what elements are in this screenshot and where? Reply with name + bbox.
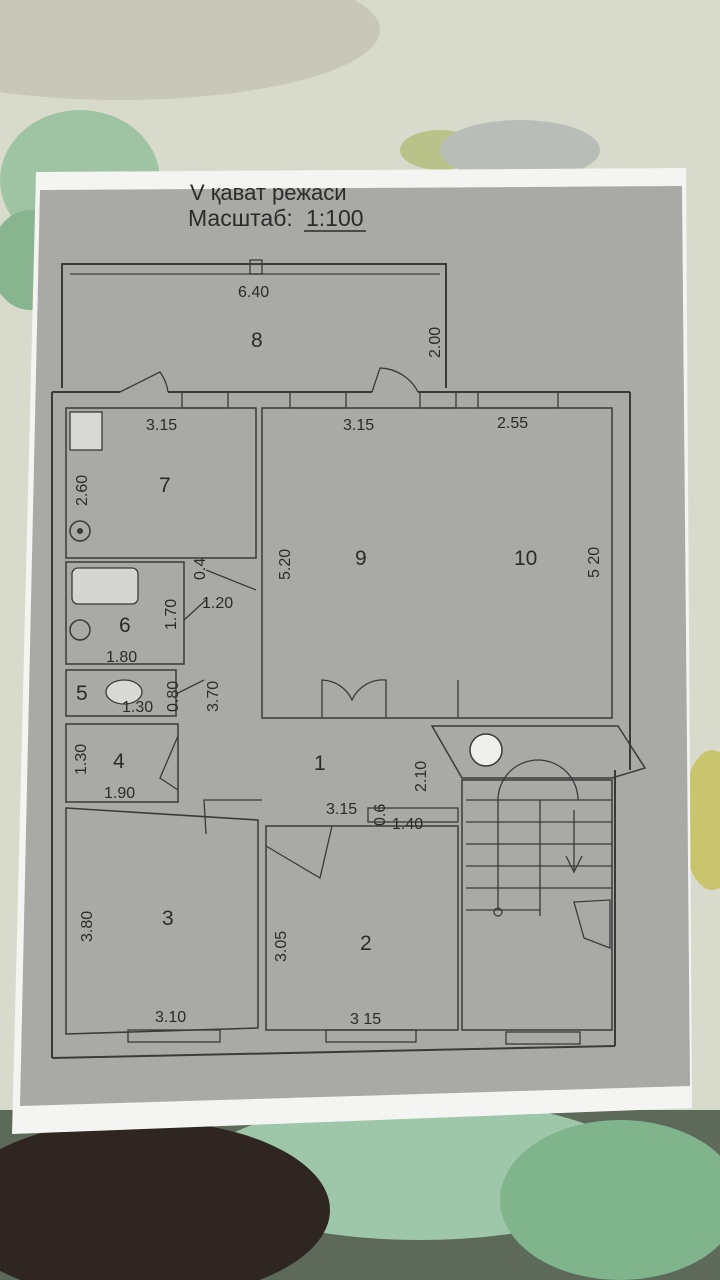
dim-room10-width: 2.55 [497, 415, 528, 432]
scale-label: Масштаб: [188, 205, 293, 231]
room-4-label: 4 [113, 750, 125, 773]
dim-room10-depth: 5 20 [586, 547, 603, 578]
hall-niche [367, 807, 459, 823]
handrail-end [493, 907, 503, 917]
room-10-label: 10 [514, 547, 537, 570]
room-2-label: 2 [360, 932, 372, 955]
washbasin-icon [69, 619, 91, 641]
dim-room7-width: 3.15 [146, 417, 177, 434]
balcony-wall [61, 263, 447, 388]
dim-room5-width: 1.30 [122, 699, 153, 716]
room-8-label: 8 [251, 329, 263, 352]
window [127, 1029, 221, 1043]
flower-decoration [682, 750, 720, 890]
balcony-door-left [119, 371, 169, 393]
plan-title-cut: V қават режаси [190, 180, 347, 205]
dim-hall-2-10: 2.10 [413, 761, 430, 792]
room-3-door [203, 799, 262, 835]
balcony-post [249, 259, 263, 275]
room-3-outline [65, 807, 259, 1035]
dim-0-4: 0.4 [192, 558, 209, 580]
room-6-label: 6 [119, 614, 131, 637]
room-4-outline [65, 723, 179, 803]
kitchen-door [205, 569, 257, 591]
dim-room7-depth: 2.60 [74, 475, 91, 506]
plate-shadow [0, 0, 380, 100]
staircase [430, 725, 647, 1031]
dim-hall-3-15: 3.15 [326, 801, 357, 818]
stair-winder [573, 899, 611, 949]
dim-room4-depth: 1.30 [73, 744, 90, 775]
outer-wall-bottom [51, 1045, 616, 1059]
dim-balcony-width: 6.40 [238, 284, 269, 301]
lamp-icon [469, 733, 503, 767]
landing-outline [430, 725, 647, 779]
room-3-label: 3 [162, 907, 174, 930]
scale-value: 1:100 [306, 205, 364, 231]
dim-hall-0-6: 0.6 [372, 804, 389, 826]
dim-room2-width: 3 15 [350, 1011, 381, 1028]
dark-fabric [0, 1120, 330, 1280]
dim-room3-depth: 3.80 [79, 911, 96, 942]
dim-room5-depth: 0.80 [165, 681, 182, 712]
dim-room3-width: 3.10 [155, 1009, 186, 1026]
storage-door [159, 735, 179, 791]
leaf-decoration [500, 1120, 720, 1280]
room-5-label: 5 [76, 682, 88, 705]
room-7-outline [65, 407, 257, 559]
floor-plan [51, 259, 647, 1059]
printed-area [20, 186, 690, 1106]
bowl-shadow [440, 120, 600, 180]
stairwell-outline [461, 779, 613, 1031]
dim-corridor-1-20: 1.20 [202, 595, 233, 612]
sink-drain-icon [77, 528, 83, 534]
dim-room4-width: 1.90 [104, 785, 135, 802]
room-9-label: 9 [355, 547, 367, 570]
dim-room9-width: 3.15 [343, 417, 374, 434]
room-6-outline [65, 561, 185, 665]
room-5-outline [65, 669, 177, 717]
dim-hall-1-40: 1.40 [392, 816, 423, 833]
bathtub-icon [71, 567, 139, 605]
wc-door [175, 679, 205, 695]
room-9-10-outline [261, 407, 613, 719]
room-1-label: 1 [314, 752, 326, 775]
stove-icon [69, 411, 103, 451]
dim-room2-depth: 3.05 [273, 931, 290, 962]
sink-icon [69, 520, 91, 542]
dim-corridor-3-70: 3.70 [205, 681, 222, 712]
dim-room6-width: 1.80 [106, 649, 137, 666]
double-door [321, 679, 387, 718]
balcony-door-right [371, 367, 419, 393]
window [325, 1029, 417, 1043]
stair-arrow-icon [565, 810, 583, 874]
toilet-icon [105, 679, 143, 705]
dim-room9-depth: 5.20 [277, 549, 294, 580]
window [505, 1031, 581, 1045]
dim-balcony-depth: 2.00 [427, 327, 444, 358]
room-7-label: 7 [159, 474, 171, 497]
bath-door [183, 599, 207, 621]
stair-arc [497, 759, 579, 801]
room-2-door [265, 825, 333, 880]
dim-room6-depth: 1.70 [163, 599, 180, 630]
